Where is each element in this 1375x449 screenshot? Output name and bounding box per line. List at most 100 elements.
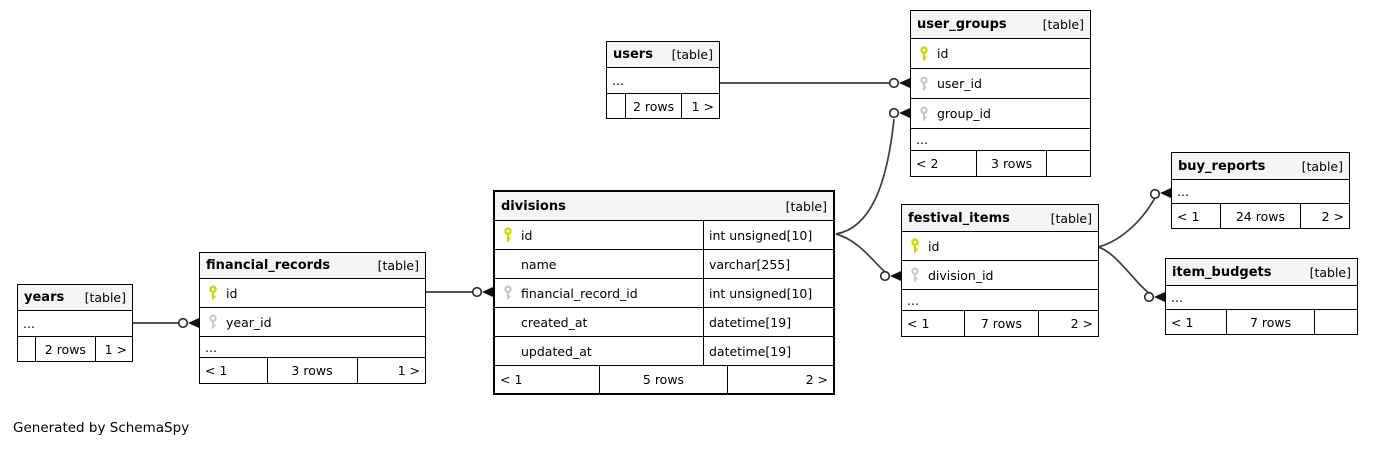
column-row-id[interactable]: id bbox=[902, 232, 1098, 261]
column-row-id[interactable]: id bbox=[911, 39, 1090, 69]
relationship-years-to-financial-records bbox=[133, 317, 199, 329]
column-row-created-at[interactable]: created_at datetime[19] bbox=[495, 308, 833, 337]
table-name: years bbox=[24, 290, 65, 305]
footer-children bbox=[1047, 151, 1090, 176]
footer-rowcount: 5 rows bbox=[600, 366, 729, 393]
column-type: int unsigned[10] bbox=[703, 279, 833, 307]
footer-rowcount: 2 rows bbox=[626, 94, 683, 118]
ellipsis-row: ... bbox=[902, 290, 1098, 311]
relationship-financial-records-to-divisions bbox=[426, 286, 493, 298]
credit-text: Generated by SchemaSpy bbox=[13, 420, 190, 436]
foreign-key-icon bbox=[911, 75, 937, 92]
relationship-users-to-user-groups bbox=[720, 77, 910, 89]
ellipsis-row: ... bbox=[607, 68, 719, 94]
table-festival-items: festival_items [table] id division_id ..… bbox=[901, 204, 1099, 337]
table-buy-reports: buy_reports [table] ... < 1 24 rows 2 > bbox=[1171, 152, 1350, 229]
table-users: users [table] ... 2 rows 1 > bbox=[606, 41, 720, 119]
table-buy-reports-header[interactable]: buy_reports [table] bbox=[1172, 153, 1349, 180]
column-row-updated-at[interactable]: updated_at datetime[19] bbox=[495, 337, 833, 366]
table-tag: [table] bbox=[1301, 158, 1343, 174]
ellipsis-row: ... bbox=[1172, 180, 1349, 204]
table-festival-items-header[interactable]: festival_items [table] bbox=[902, 205, 1098, 232]
column-name: division_id bbox=[928, 267, 994, 283]
table-years-footer: 2 rows 1 > bbox=[18, 337, 132, 361]
foreign-key-icon bbox=[200, 314, 226, 330]
column-row-name[interactable]: name varchar[255] bbox=[495, 250, 833, 279]
ellipsis-row: ... bbox=[18, 311, 132, 337]
footer-rowcount: 3 rows bbox=[268, 358, 358, 383]
primary-key-icon bbox=[495, 227, 521, 243]
footer-parents: < 2 bbox=[911, 151, 978, 176]
footer-parents: < 1 bbox=[200, 358, 268, 383]
column-type: varchar[255] bbox=[703, 250, 833, 278]
table-user-groups-header[interactable]: user_groups [table] bbox=[911, 11, 1090, 39]
table-name: item_budgets bbox=[1172, 264, 1272, 280]
table-buy-reports-footer: < 1 24 rows 2 > bbox=[1172, 204, 1349, 228]
footer-parents: < 1 bbox=[1166, 310, 1228, 334]
table-tag: [table] bbox=[377, 258, 419, 273]
table-financial-records-footer: < 1 3 rows 1 > bbox=[200, 358, 425, 383]
column-name: id bbox=[928, 238, 940, 254]
column-type: datetime[19] bbox=[703, 308, 833, 336]
table-user-groups: user_groups [table] id user_id group_id … bbox=[910, 10, 1091, 177]
foreign-key-icon bbox=[495, 285, 521, 301]
table-financial-records-header[interactable]: financial_records [table] bbox=[200, 253, 425, 279]
column-row-id[interactable]: id int unsigned[10] bbox=[495, 221, 833, 250]
table-divisions: divisions [table] id int unsigned[10] na… bbox=[493, 190, 835, 395]
column-name: id bbox=[521, 227, 533, 243]
column-row-division-id[interactable]: division_id bbox=[902, 261, 1098, 290]
foreign-key-icon bbox=[902, 267, 928, 283]
footer-children: 2 > bbox=[805, 372, 828, 387]
footer-rowcount: 7 rows bbox=[965, 311, 1040, 336]
table-item-budgets-header[interactable]: item_budgets [table] bbox=[1166, 259, 1357, 286]
table-festival-items-footer: < 1 7 rows 2 > bbox=[902, 311, 1098, 336]
footer-rowcount: 2 rows bbox=[36, 337, 96, 361]
footer-children: 1 > bbox=[104, 341, 127, 357]
table-name: divisions bbox=[501, 198, 566, 214]
primary-key-icon bbox=[911, 45, 937, 62]
primary-key-icon bbox=[200, 285, 226, 301]
table-users-header[interactable]: users [table] bbox=[607, 42, 719, 68]
footer-children: 1 > bbox=[397, 363, 420, 378]
ellipsis-row: ... bbox=[1166, 286, 1357, 310]
ellipsis-row: ... bbox=[200, 337, 425, 358]
relationship-festival-items-to-buy-reports bbox=[1097, 188, 1171, 248]
table-divisions-header[interactable]: divisions [table] bbox=[495, 192, 833, 221]
column-name: financial_record_id bbox=[521, 285, 638, 301]
column-name: group_id bbox=[937, 106, 991, 121]
footer-children: 2 > bbox=[1321, 208, 1344, 224]
relationship-divisions-to-user-groups bbox=[835, 107, 910, 235]
table-years-header[interactable]: years [table] bbox=[18, 285, 132, 311]
column-row-group-id[interactable]: group_id bbox=[911, 99, 1090, 129]
column-row-id[interactable]: id bbox=[200, 279, 425, 308]
table-years: years [table] ... 2 rows 1 > bbox=[17, 284, 133, 362]
footer-children bbox=[1315, 310, 1357, 334]
column-name: updated_at bbox=[521, 343, 592, 359]
footer-children: 1 > bbox=[691, 98, 714, 114]
table-user-groups-footer: < 2 3 rows bbox=[911, 151, 1090, 176]
column-row-financial-record-id[interactable]: financial_record_id int unsigned[10] bbox=[495, 279, 833, 308]
ellipsis-row: ... bbox=[911, 129, 1090, 151]
table-tag: [table] bbox=[785, 198, 827, 214]
footer-parents: < 1 bbox=[902, 311, 965, 336]
table-name: user_groups bbox=[917, 17, 1007, 32]
column-row-user-id[interactable]: user_id bbox=[911, 69, 1090, 99]
relationship-festival-items-to-item-budgets bbox=[1097, 246, 1165, 303]
table-name: buy_reports bbox=[1178, 158, 1266, 174]
footer-parents: < 1 bbox=[495, 366, 600, 393]
relationship-divisions-to-festival-items bbox=[835, 233, 901, 282]
column-name: year_id bbox=[226, 314, 272, 330]
table-item-budgets: item_budgets [table] ... < 1 7 rows bbox=[1165, 258, 1358, 335]
column-type: datetime[19] bbox=[703, 337, 833, 365]
table-name: financial_records bbox=[206, 258, 331, 273]
table-name: users bbox=[613, 47, 653, 62]
column-type: int unsigned[10] bbox=[703, 221, 833, 249]
table-name: festival_items bbox=[908, 210, 1010, 226]
table-financial-records: financial_records [table] id year_id ...… bbox=[199, 252, 426, 384]
table-divisions-footer: < 1 5 rows 2 > bbox=[495, 366, 833, 393]
primary-key-icon bbox=[902, 238, 928, 254]
column-name: id bbox=[937, 46, 949, 61]
column-row-year-id[interactable]: year_id bbox=[200, 308, 425, 337]
footer-rowcount: 7 rows bbox=[1227, 310, 1315, 334]
footer-children: 2 > bbox=[1070, 316, 1093, 331]
